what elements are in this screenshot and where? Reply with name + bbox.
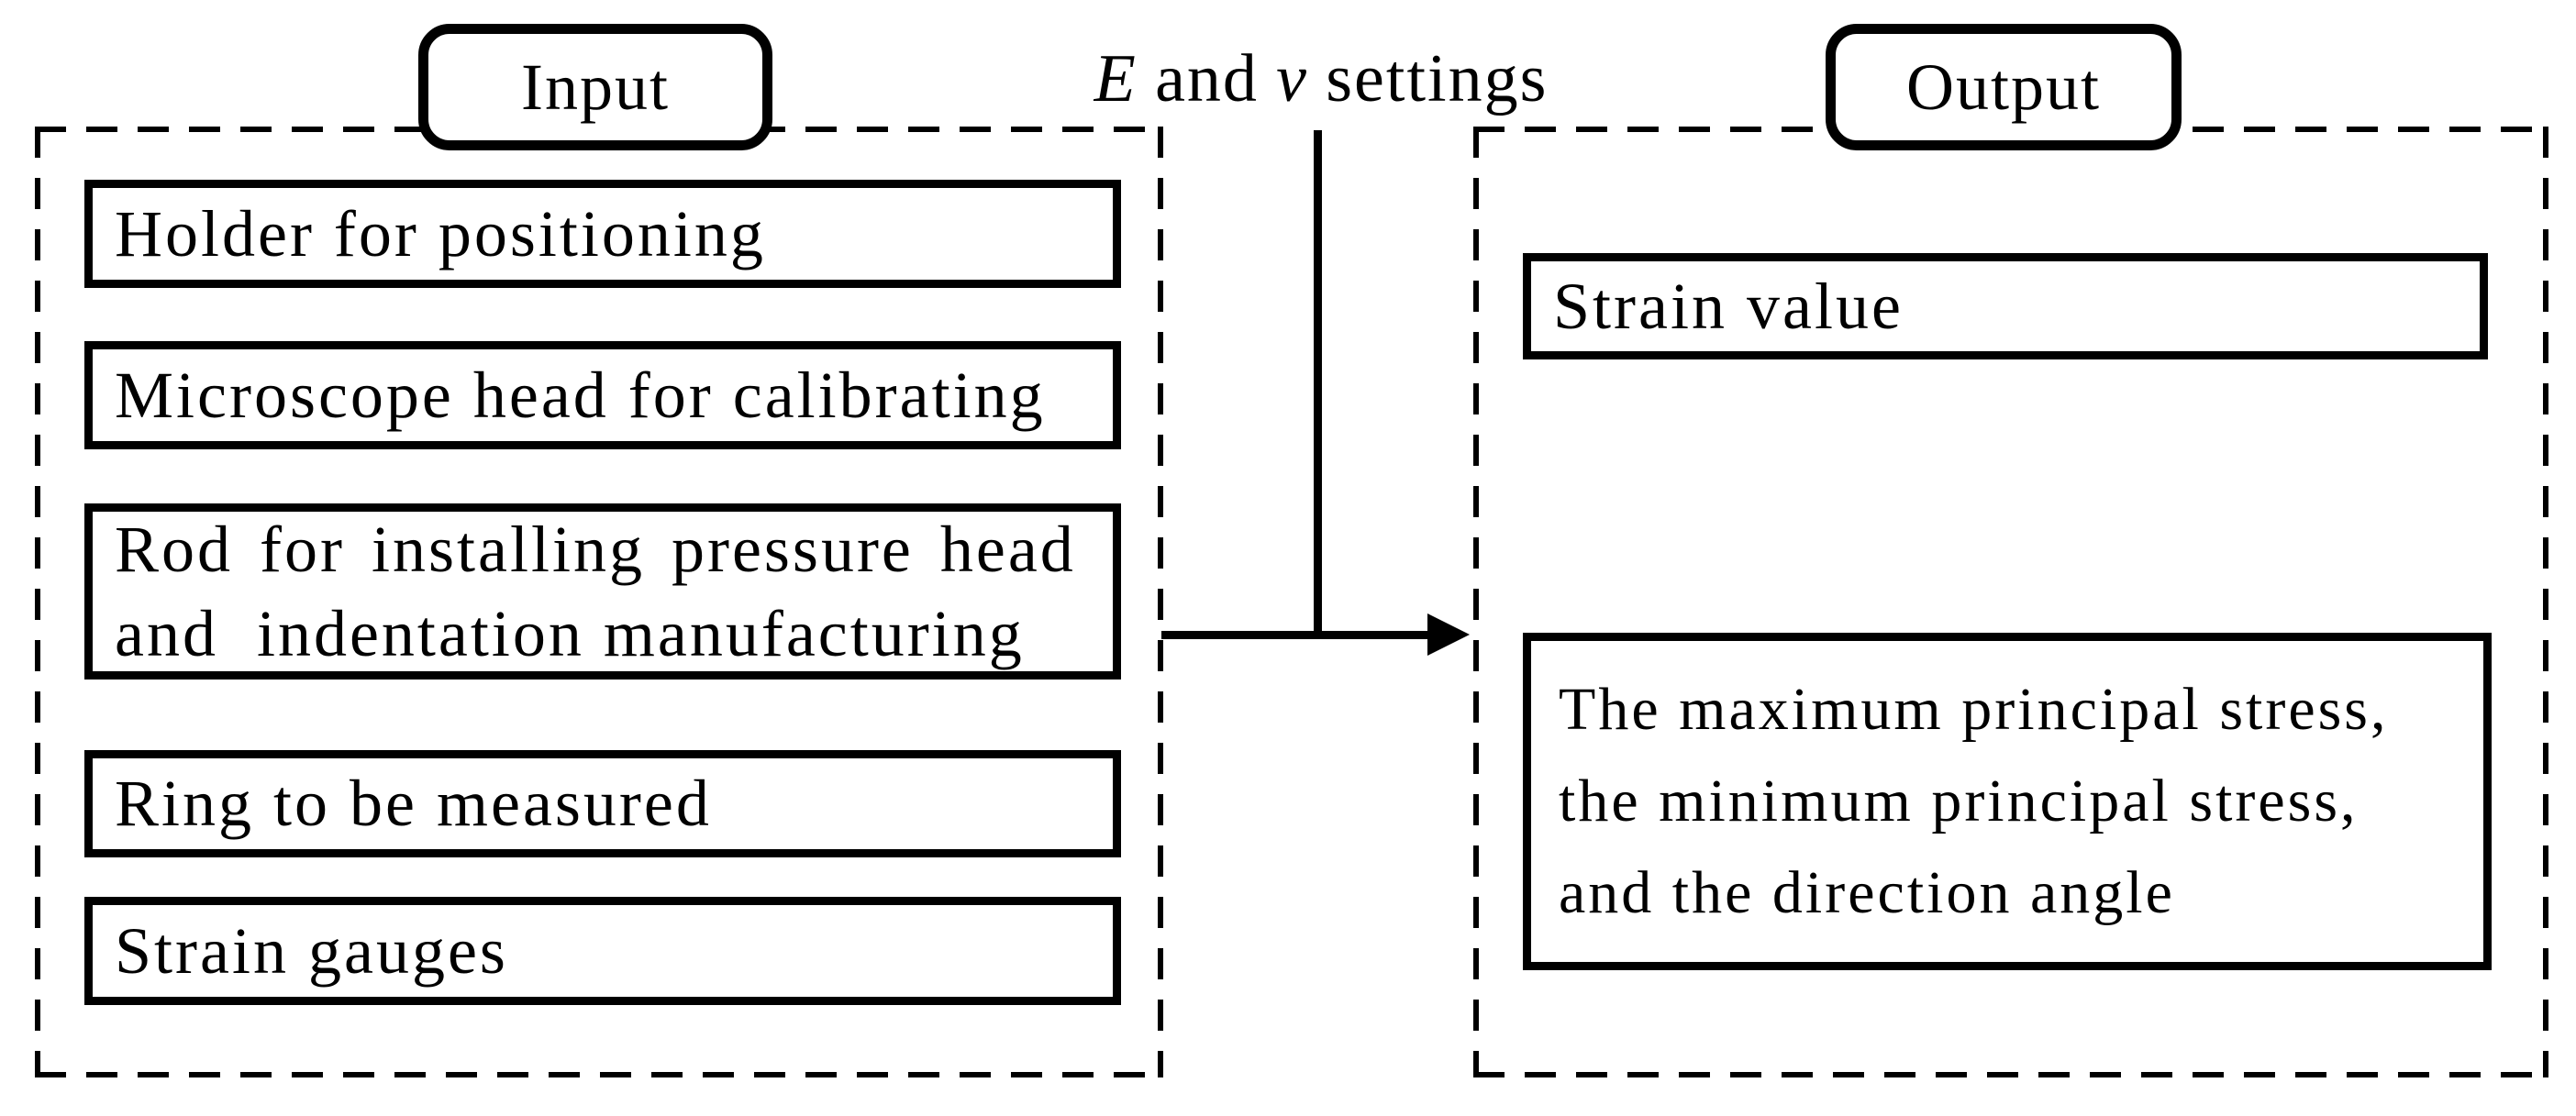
input-item-ring-label: Ring to be measured [115, 767, 712, 840]
input-item-ring: Ring to be measured [84, 750, 1121, 857]
input-item-microscope: Microscope head for calibrating [84, 341, 1121, 449]
input-item-rod: Rod for installing pressure head and ind… [84, 503, 1121, 680]
input-item-microscope-label: Microscope head for calibrating [115, 358, 1046, 432]
output-panel-title-label: Output [1905, 50, 2101, 124]
input-panel-title: Input [418, 24, 772, 150]
input-item-strain-gauges-label: Strain gauges [115, 913, 508, 988]
poisson-ratio-symbol: v [1276, 41, 1309, 116]
ev-suffix: settings [1326, 41, 1549, 116]
output-item-strain-value-label: Strain value [1553, 269, 1904, 343]
output-item-strain-value: Strain value [1523, 253, 2488, 359]
input-item-rod-line-1: Rod for installing pressure head [115, 513, 1076, 586]
output-item-principal-stress-line-3: and the direction angle [1559, 859, 2175, 926]
output-panel-title: Output [1826, 24, 2182, 150]
ev-settings-label: E and v settings [1094, 40, 1549, 118]
input-panel-title-label: Input [521, 50, 670, 124]
arrow-right-head-icon [1427, 613, 1470, 656]
elastic-modulus-symbol: E [1094, 41, 1138, 116]
input-item-strain-gauges: Strain gauges [84, 897, 1121, 1005]
input-item-rod-line-2: and indentation manufacturing [115, 597, 1025, 670]
input-item-holder-label: Holder for positioning [115, 196, 766, 271]
output-item-principal-stress-line-2: the minimum principal stress, [1559, 768, 2359, 834]
output-item-principal-stress-line-1: The maximum principal stress, [1559, 676, 2389, 743]
ev-settings-connector-line [1314, 130, 1322, 637]
input-to-output-arrow-shaft [1161, 631, 1431, 639]
ev-conjunction: and [1155, 41, 1259, 116]
output-item-principal-stress: The maximum principal stress, the minimu… [1523, 633, 2492, 970]
input-item-holder: Holder for positioning [84, 180, 1121, 288]
